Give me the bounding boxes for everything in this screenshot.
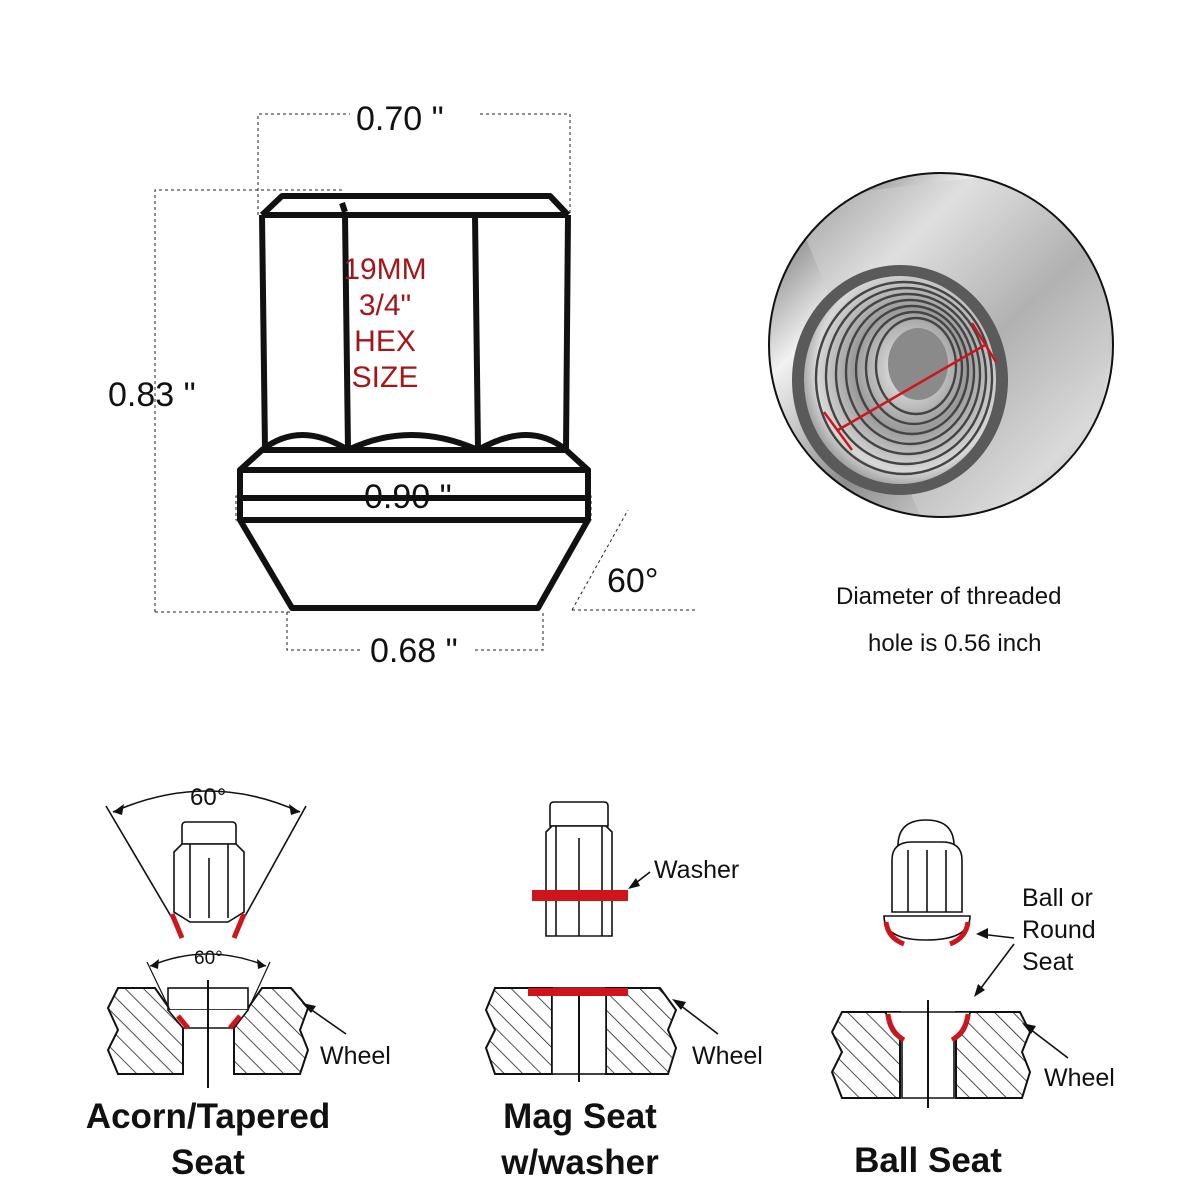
hex-size-line: 19MM [343, 253, 427, 286]
hex-size-line: 3/4" [358, 289, 412, 322]
hex-size-label: 19MM 3/4" HEX SIZE [330, 252, 440, 396]
mag-seat-drawing [484, 801, 719, 1082]
ball-seat-label: Ball or Round Seat [1022, 882, 1096, 978]
title-line: Acorn/Tapered [85, 1097, 331, 1136]
thread-caption-line-2: hole is 0.56 inch [868, 630, 1042, 657]
washer-width-label: 0.90 " [364, 478, 452, 516]
acorn-wheel-label: Wheel [320, 1042, 391, 1070]
thread-caption-line-1: Diameter of threaded [836, 583, 1062, 610]
ball-seat-title: Ball Seat [854, 1141, 1002, 1180]
title-line: Seat [171, 1143, 245, 1182]
acorn-tapered-seat-drawing [105, 790, 347, 1088]
washer-flange [237, 447, 591, 611]
mag-washer-label: Washer [654, 856, 740, 884]
ball-wheel-label: Wheel [1044, 1064, 1115, 1092]
thread-diameter-marker [822, 322, 998, 451]
seat-label-line: Round [1022, 916, 1096, 944]
hex-body [259, 193, 571, 453]
seat-label-line: Ball or [1022, 884, 1093, 912]
height-label: 0.83 " [108, 376, 196, 414]
main-lug-nut-drawing [154, 113, 695, 651]
thread-rings [814, 280, 994, 476]
thread-closeup [768, 172, 1114, 518]
title-line: w/washer [501, 1143, 659, 1182]
seat-label-line: Seat [1022, 948, 1074, 976]
acorn-angle-top-label: 60° [190, 784, 227, 811]
bottom-width-label: 0.68 " [370, 632, 458, 670]
hex-size-line: HEX SIZE [351, 325, 419, 394]
angle-guide [571, 509, 695, 611]
mag-wheel-label: Wheel [692, 1042, 763, 1070]
ball-seat-drawing [830, 819, 1069, 1108]
top-width-label: 0.70 " [356, 100, 444, 138]
acorn-seat-title: Acorn/Tapered Seat [76, 1094, 340, 1186]
seat-angle-label: 60° [607, 562, 659, 600]
acorn-angle-hole-label: 60° [194, 948, 223, 969]
mag-seat-title: Mag Seat w/washer [470, 1094, 690, 1186]
title-line: Mag Seat [503, 1097, 657, 1136]
